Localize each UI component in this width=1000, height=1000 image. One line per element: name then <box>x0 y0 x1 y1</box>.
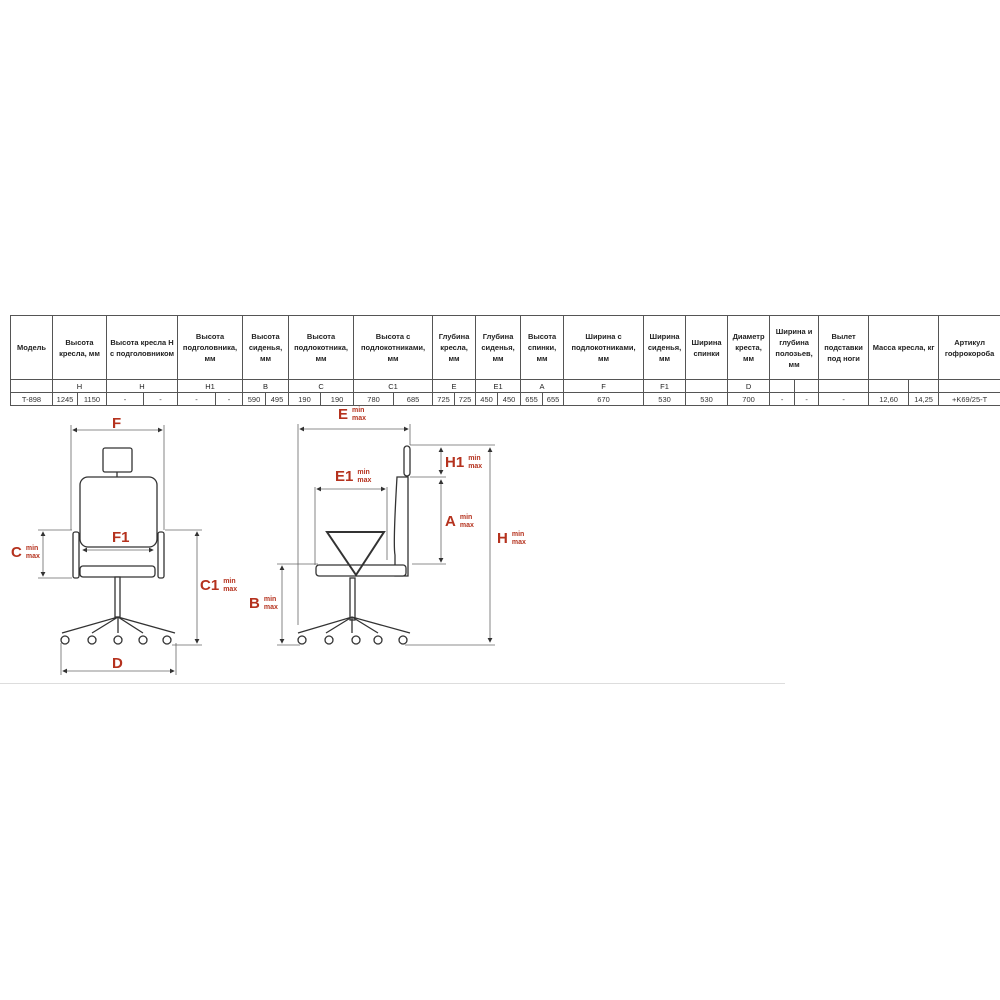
letter-row: H H H1 B C C1 E E1 A F F1 D <box>10 379 1000 393</box>
max-text: max <box>459 522 474 529</box>
header-cell: Ширина и глубина полозьев, мм <box>769 315 820 380</box>
cell: - <box>177 392 217 406</box>
header-cell: Высота с подлокотниками, мм <box>353 315 434 380</box>
label-text: A <box>445 513 456 530</box>
label-text: E1 <box>335 468 354 485</box>
label-text: H1 <box>445 454 465 471</box>
cell: 655 <box>542 392 565 406</box>
label-text: E <box>338 406 349 423</box>
label-text: C1 <box>200 577 220 594</box>
header-cell: Артикул гофрокороба <box>938 315 1000 380</box>
header-cell: Глубина сиденья, мм <box>475 315 522 380</box>
cell: - <box>794 392 820 406</box>
min-text: min <box>468 455 481 462</box>
header-cell: Ширина с подлокотниками, мм <box>563 315 645 380</box>
cell: 780 <box>353 392 395 406</box>
min-text: min <box>352 407 365 414</box>
front-view-chair <box>60 447 176 645</box>
label-text: H <box>497 530 508 547</box>
side-view-dimensions <box>277 424 495 646</box>
header-cell: Масса кресла, кг <box>868 315 940 380</box>
label-text: C <box>11 544 22 561</box>
cell: 450 <box>497 392 522 406</box>
cell: 590 <box>242 392 267 406</box>
header-cell: Глубина кресла, мм <box>432 315 477 380</box>
header-row: Модель Высота кресла, мм Высота кресла Н… <box>10 315 1000 380</box>
max-text: max <box>511 539 526 546</box>
cell: - <box>215 392 244 406</box>
label-F1: F1 <box>112 530 130 545</box>
header-cell: Ширина сиденья, мм <box>643 315 687 380</box>
cell: 1150 <box>77 392 107 406</box>
max-text: max <box>357 477 372 484</box>
label-text: F1 <box>112 529 130 546</box>
cell: - <box>818 392 870 406</box>
label-F: F <box>112 416 121 431</box>
side-view-chair <box>297 445 411 645</box>
min-text: min <box>263 596 277 603</box>
max-text: max <box>263 604 278 611</box>
label-D: D <box>112 656 123 671</box>
max-text: max <box>468 463 483 470</box>
spec-table: Модель Высота кресла, мм Высота кресла Н… <box>10 315 1000 406</box>
label-text: B <box>249 595 260 612</box>
header-cell: Вылет подставки под ноги <box>818 315 870 380</box>
label-text: F <box>112 415 122 432</box>
cell: 190 <box>320 392 355 406</box>
min-text: min <box>511 531 525 538</box>
min-text: min <box>459 514 473 521</box>
cell-article: +K69/25-T <box>938 392 1000 406</box>
max-text: max <box>352 415 367 422</box>
header-cell: Модель <box>10 315 53 380</box>
front-view-dimensions <box>38 425 202 675</box>
max-text: max <box>223 586 238 593</box>
divider <box>0 683 785 684</box>
header-cell: Высота сиденья, мм <box>242 315 290 380</box>
label-text: D <box>112 655 123 672</box>
min-text: min <box>357 469 370 476</box>
cell: 14,25 <box>908 392 940 406</box>
min-text: min <box>25 545 39 552</box>
max-text: max <box>25 553 40 560</box>
cell: - <box>142 392 179 406</box>
min-text: min <box>223 578 236 585</box>
header-cell: Высота подголовника, мм <box>177 315 244 380</box>
cell: - <box>769 392 796 406</box>
